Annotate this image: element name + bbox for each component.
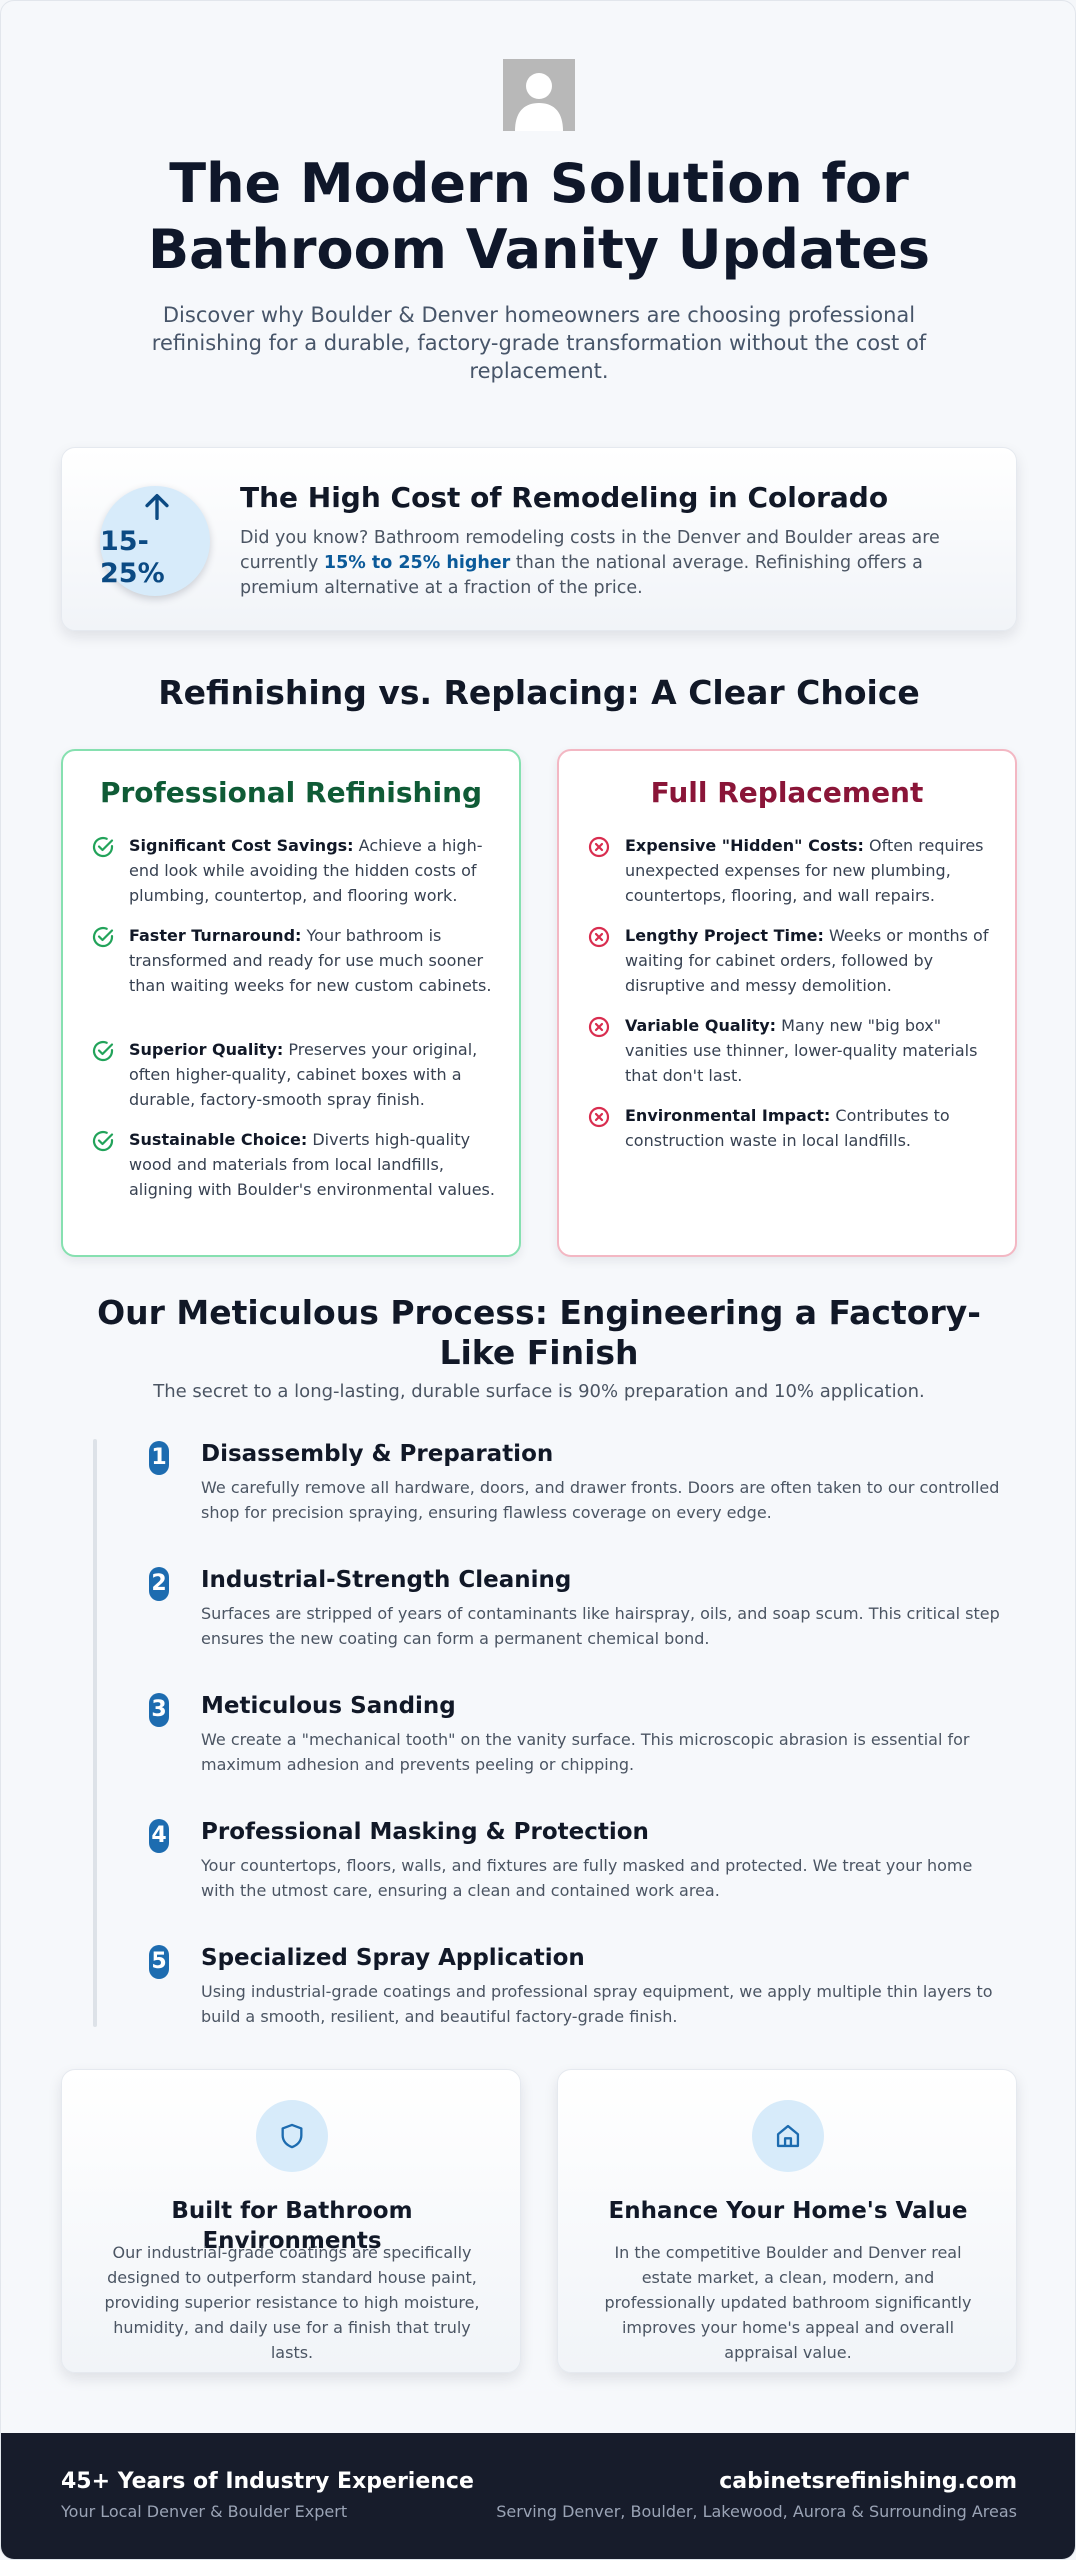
- con-label: Lengthy Project Time:: [625, 926, 824, 945]
- arrow-up-icon: [145, 493, 169, 521]
- step-description: Your countertops, floors, walls, and fix…: [201, 1856, 973, 1900]
- pro-label: Faster Turnaround:: [129, 926, 302, 945]
- footer-website-link[interactable]: cabinetsrefinishing.com: [719, 2469, 1017, 2494]
- x-circle-icon: [588, 926, 610, 948]
- pro-text: Diverts high-quality wood and materials …: [129, 1130, 495, 1199]
- stat-body: Did you know? Bathroom remodeling costs …: [240, 526, 980, 601]
- home-icon: [752, 2100, 824, 2172]
- page-title: The Modern Solution for Bathroom Vanity …: [148, 152, 930, 281]
- pro-text: Your bathroom is transformed and ready f…: [129, 926, 492, 995]
- feature-card-bathroom: Built for Bathroom Environments Our indu…: [61, 2069, 521, 2373]
- pro-label: Superior Quality:: [129, 1040, 284, 1059]
- step-number: 2: [149, 1567, 169, 1601]
- step-title: Industrial-Strength Cleaning: [201, 1567, 572, 1593]
- user-silhouette-icon: [503, 59, 575, 131]
- con-text: Many new "big box" vanities use thinner,…: [625, 1016, 978, 1085]
- footer-tagline: Your Local Denver & Boulder Expert: [61, 2502, 348, 2521]
- pro-item: Significant Cost Savings: Achieve a high…: [91, 833, 495, 908]
- footer: 45+ Years of Industry Experience Your Lo…: [1, 2433, 1075, 2559]
- con-item: Lengthy Project Time: Weeks or months of…: [587, 923, 991, 998]
- feature-title: Enhance Your Home's Value: [608, 2198, 968, 2224]
- con-text: Contributes to construction waste in loc…: [625, 1106, 950, 1150]
- con-label: Environmental Impact:: [625, 1106, 831, 1125]
- stat-highlight: 15% to 25% higher: [323, 553, 511, 573]
- stat-body-text: than the national average. Refinishing o…: [240, 553, 923, 598]
- check-circle-icon: [92, 1040, 114, 1062]
- feature-card-value: Enhance Your Home's Value In the competi…: [557, 2069, 1017, 2373]
- step-number: 1: [149, 1441, 169, 1475]
- step-description: Using industrial-grade coatings and prof…: [201, 1982, 993, 2026]
- pro-text: Achieve a high-end look while avoiding t…: [129, 836, 483, 905]
- process-title: Our Meticulous Process: Engineering a Fa…: [97, 1293, 981, 1372]
- pro-text: Preserves your original, often higher-qu…: [129, 1040, 478, 1109]
- con-text: Weeks or months of waiting for cabinet o…: [625, 926, 989, 995]
- check-circle-icon: [92, 926, 114, 948]
- check-circle-icon: [92, 1130, 114, 1152]
- x-circle-icon: [588, 1016, 610, 1038]
- comparison-title: Refinishing vs. Replacing: A Clear Choic…: [158, 673, 920, 712]
- step-description: We carefully remove all hardware, doors,…: [201, 1478, 1000, 1522]
- con-item: Expensive "Hidden" Costs: Often requires…: [587, 833, 991, 908]
- refinishing-card: Professional Refinishing Significant Cos…: [61, 749, 521, 1257]
- step-title: Specialized Spray Application: [201, 1945, 585, 1971]
- cost-stat-card: 15-25% The High Cost of Remodeling in Co…: [61, 447, 1017, 631]
- step-title: Meticulous Sanding: [201, 1693, 456, 1719]
- shield-icon: [256, 2100, 328, 2172]
- pro-label: Sustainable Choice:: [129, 1130, 308, 1149]
- feature-description: In the competitive Boulder and Denver re…: [604, 2243, 972, 2362]
- pro-item: Faster Turnaround: Your bathroom is tran…: [91, 923, 495, 998]
- step-number: 5: [149, 1945, 169, 1979]
- con-item: Variable Quality: Many new "big box" van…: [587, 1013, 991, 1088]
- feature-description: Our industrial-grade coatings are specif…: [104, 2243, 480, 2362]
- feature-title: Built for Bathroom Environments: [171, 2198, 413, 2254]
- stat-title: The High Cost of Remodeling in Colorado: [240, 481, 889, 514]
- step-number: 4: [149, 1819, 169, 1853]
- x-circle-icon: [588, 836, 610, 858]
- pro-item: Superior Quality: Preserves your origina…: [91, 1037, 495, 1112]
- timeline-line: [93, 1439, 97, 2027]
- step-description: Surfaces are stripped of years of contam…: [201, 1604, 1000, 1648]
- con-label: Variable Quality:: [625, 1016, 777, 1035]
- step-title: Professional Masking & Protection: [201, 1819, 649, 1845]
- step-title: Disassembly & Preparation: [201, 1441, 554, 1467]
- footer-experience: 45+ Years of Industry Experience: [61, 2469, 474, 2494]
- process-subtitle: The secret to a long-lasting, durable su…: [153, 1381, 925, 1402]
- stat-body-text: Did you know? Bathroom remodeling costs …: [240, 528, 940, 573]
- stat-value: 15-25%: [100, 526, 165, 589]
- step-description: We create a "mechanical tooth" on the va…: [201, 1730, 970, 1774]
- stat-badge: 15-25%: [100, 486, 210, 596]
- page-subtitle: Discover why Boulder & Denver homeowners…: [151, 303, 927, 383]
- check-circle-icon: [92, 836, 114, 858]
- step-number: 3: [149, 1693, 169, 1727]
- con-label: Expensive "Hidden" Costs:: [625, 836, 864, 855]
- replacement-card: Full Replacement Expensive "Hidden" Cost…: [557, 749, 1017, 1257]
- con-text: Often requires unexpected expenses for n…: [625, 836, 984, 905]
- pro-item: Sustainable Choice: Diverts high-quality…: [91, 1127, 495, 1202]
- x-circle-icon: [588, 1106, 610, 1128]
- pro-label: Significant Cost Savings:: [129, 836, 354, 855]
- footer-service-area: Serving Denver, Boulder, Lakewood, Auror…: [496, 2502, 1017, 2521]
- con-item: Environmental Impact: Contributes to con…: [587, 1103, 991, 1153]
- replacement-title: Full Replacement: [650, 776, 924, 809]
- refinishing-title: Professional Refinishing: [99, 776, 483, 809]
